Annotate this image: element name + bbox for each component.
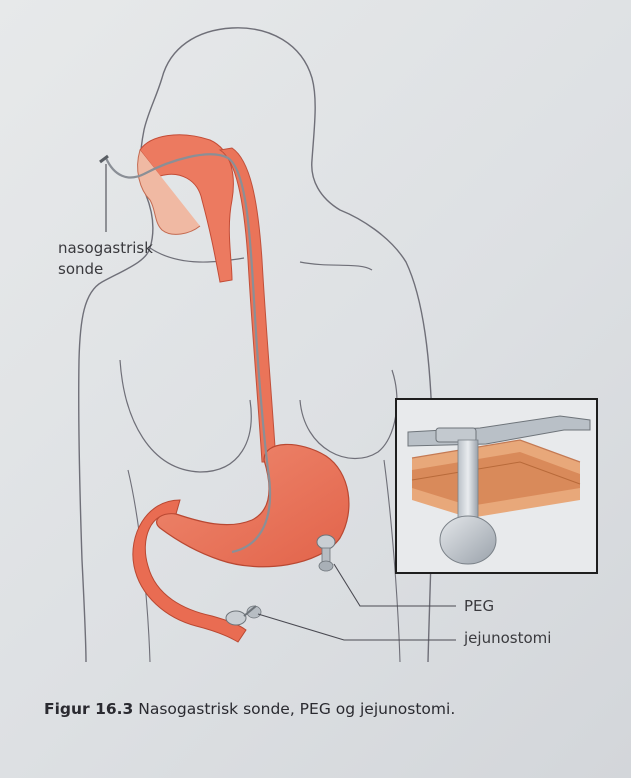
leader-line-jejunostomy [258, 614, 456, 640]
breast-left-outline [120, 360, 251, 472]
figure-caption: Figur 16.3 Nasogastrisk sonde, PEG og je… [44, 700, 455, 718]
caption-prefix: Figur 16.3 [44, 700, 133, 718]
label-nasogastric-line2: sonde [58, 259, 103, 279]
breast-right-outline [300, 370, 397, 459]
label-nasogastric-line1: nasogastrisk [58, 238, 153, 258]
label-peg: PEG [464, 596, 494, 616]
stomach [157, 444, 349, 566]
caption-text: Nasogastrisk sonde, PEG og jejunostomi. [138, 700, 455, 718]
peg-inset [396, 399, 597, 573]
jejunostomy-device [226, 606, 261, 625]
label-jejunostomy: jejunostomi [464, 628, 551, 648]
